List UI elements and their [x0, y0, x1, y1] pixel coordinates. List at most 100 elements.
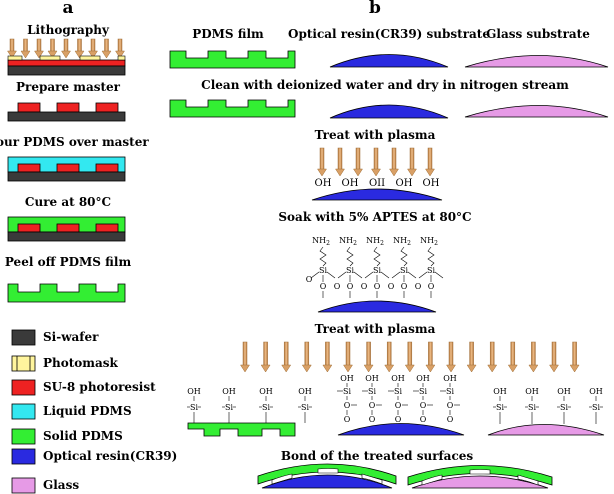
nh2-subscript: 2 — [380, 240, 384, 247]
plasma-arrow — [240, 341, 250, 373]
oh-label: OH — [259, 387, 273, 396]
o-label: O — [320, 282, 327, 291]
si-label: Si — [419, 387, 427, 396]
arrow-shaft — [104, 38, 109, 53]
arrow-shaft — [469, 341, 474, 367]
arrow-shaft — [366, 341, 371, 367]
arrow-shaft — [345, 341, 351, 367]
plasma-arrow — [466, 341, 477, 373]
o-label: O — [447, 415, 454, 424]
si-label: Si — [496, 403, 504, 412]
legend-label: Glass — [43, 478, 79, 492]
pdms-film-row1 — [169, 50, 296, 69]
legend-label: SU-8 photoresist — [43, 380, 156, 394]
arrow-shaft — [391, 147, 397, 171]
arrow-shaft — [63, 38, 69, 53]
o-label: O — [374, 282, 381, 291]
arrow-shaft — [50, 38, 55, 53]
substrate-cr39-label: Optical resin(CR39) substrate — [288, 27, 490, 41]
arrow-head — [61, 50, 71, 59]
su8-block — [56, 163, 80, 173]
plasma-arrow — [7, 38, 17, 59]
si-label: Si — [446, 387, 454, 396]
bond-line — [326, 271, 336, 279]
pdms-film-peeled — [7, 283, 126, 303]
legend-label: Solid PDMS — [43, 429, 123, 443]
photomask-block — [117, 55, 126, 61]
arrow-head — [507, 364, 518, 373]
arrow-shaft — [77, 38, 82, 53]
cr39-substrate-row4 — [317, 300, 437, 313]
bond-line — [364, 271, 374, 279]
si-label: Si — [427, 266, 435, 275]
arrow-head — [317, 168, 327, 177]
arrow-head — [47, 50, 58, 59]
arrow-head — [528, 364, 539, 373]
arrow-head — [240, 364, 250, 373]
arrow-shaft — [510, 341, 516, 367]
plasma-arrow — [389, 147, 399, 177]
oh-groups-1: OH OH OII OH OH — [315, 178, 440, 189]
step-peel-off-label: Peel off PDMS film — [5, 255, 132, 269]
nh2-subscript: 2 — [434, 240, 438, 247]
channel-gap — [317, 468, 339, 474]
oh-label: OH — [298, 387, 312, 396]
oh-label: OH — [187, 387, 201, 396]
plasma-arrow — [47, 38, 58, 59]
o-label: O — [395, 401, 402, 410]
arrow-shaft — [448, 341, 454, 367]
alkyl-chain — [319, 246, 327, 267]
arrow-shaft — [407, 341, 413, 367]
arrow-shaft — [428, 341, 433, 367]
legend-swatch — [11, 428, 36, 445]
arrow-shaft — [386, 341, 392, 367]
nh2-label: NH2 — [366, 236, 384, 247]
arrow-head — [569, 364, 580, 373]
arrow-head — [425, 364, 436, 373]
plasma-arrow — [301, 341, 312, 373]
legend-swatch — [11, 329, 36, 346]
plasma-arrow — [507, 341, 518, 373]
si-label: Si — [301, 403, 309, 412]
bond-line — [434, 271, 444, 279]
arrow-head — [34, 50, 44, 59]
su8-block — [56, 223, 80, 233]
arrow-shaft — [325, 341, 330, 367]
su8-block — [95, 163, 119, 173]
substrate-glass-label: Glass substrate — [486, 27, 590, 41]
substrate-pdms-label: PDMS film — [192, 27, 264, 41]
plasma-arrows-1 — [317, 147, 435, 177]
arrow-head — [20, 50, 31, 59]
oh-label: OH — [365, 374, 379, 383]
arrow-head — [371, 168, 381, 177]
plasma-arrow — [549, 341, 559, 373]
step-clean-label: Clean with deionized water and dry in ni… — [201, 78, 569, 92]
arrow-head — [466, 364, 477, 373]
photomask-blocks — [7, 55, 126, 61]
si-label: Si — [560, 403, 568, 412]
arrow-head — [353, 168, 363, 177]
arrow-head — [101, 50, 112, 59]
legend-label: Si-wafer — [43, 330, 99, 344]
master-si-wafer — [7, 111, 126, 122]
alkyl-chain — [400, 246, 408, 267]
step-plasma-1-label: Treat with plasma — [315, 128, 436, 142]
si-label: Si — [262, 403, 270, 412]
legend-item: Glass — [11, 477, 79, 494]
oh-label: OH — [443, 374, 457, 383]
arrow-head — [389, 168, 399, 177]
oh-label: OH — [340, 374, 354, 383]
legend-item: Photomask — [11, 355, 119, 372]
arrow-head — [88, 50, 98, 59]
si-label: Si — [592, 403, 600, 412]
plasma-arrow — [343, 341, 353, 373]
arrow-shaft — [319, 147, 325, 171]
arrow-shaft — [489, 341, 495, 367]
